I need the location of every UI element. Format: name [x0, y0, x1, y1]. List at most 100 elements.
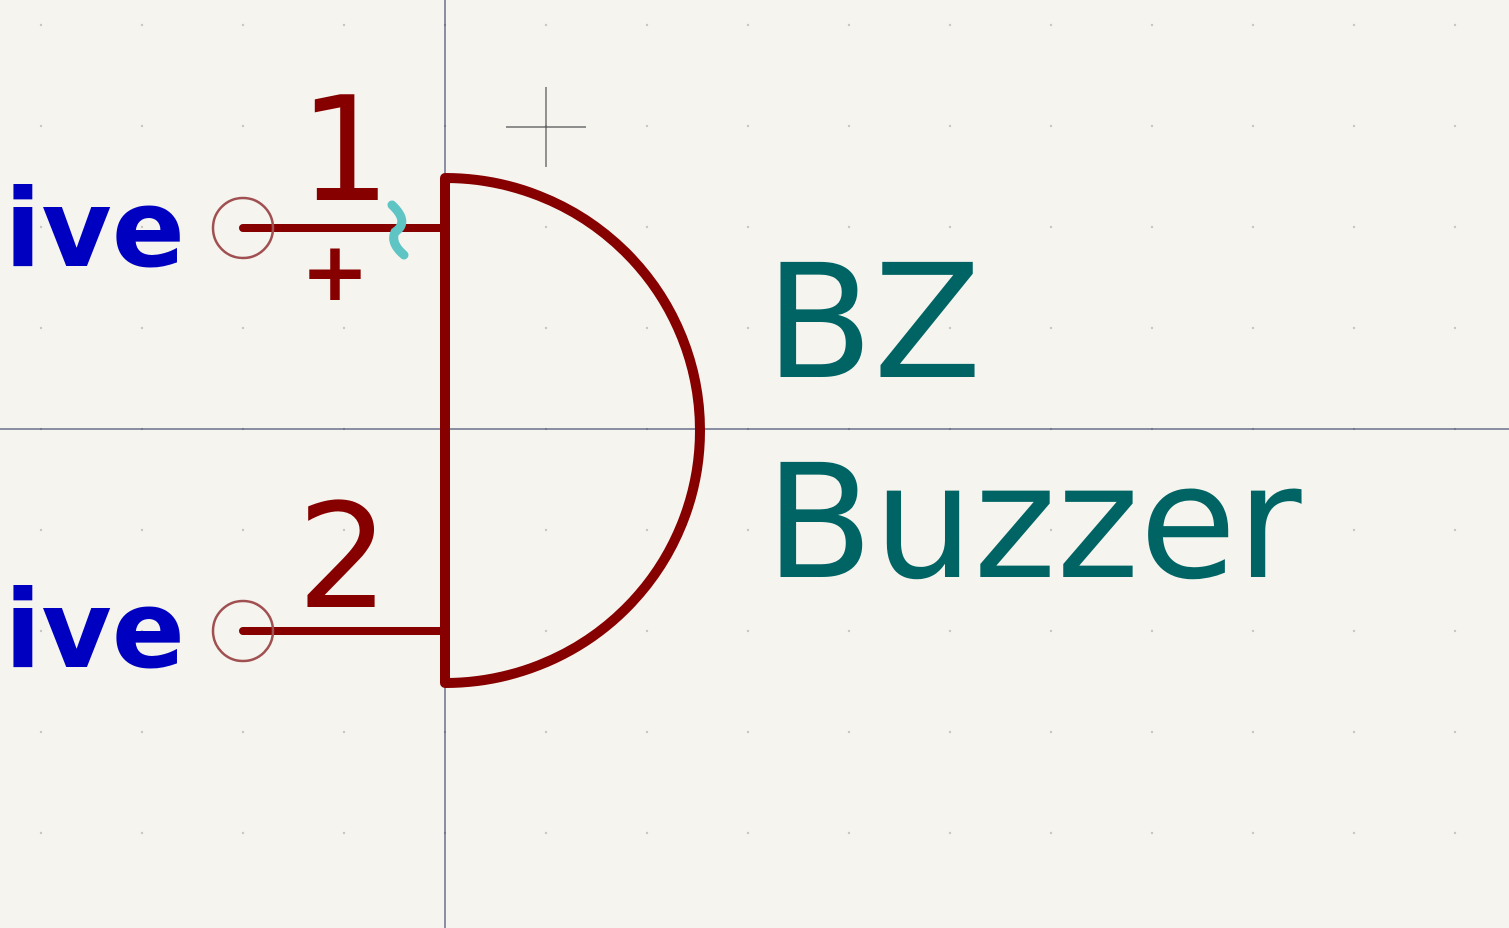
grid-dot: [1049, 528, 1053, 532]
grid-dot: [1453, 528, 1457, 532]
grid-dot: [645, 23, 649, 27]
grid-dot: [241, 831, 245, 835]
grid-dot: [1150, 225, 1154, 229]
grid-dot: [645, 528, 649, 532]
grid-dot: [847, 23, 851, 27]
grid-dot: [1150, 124, 1154, 128]
grid-dot: [544, 23, 548, 27]
grid-dot: [948, 528, 952, 532]
grid-dot: [1352, 326, 1356, 330]
pin-1-hint-arc-icon: [387, 200, 409, 260]
grid-dots: [39, 23, 1457, 835]
grid-dot: [1453, 831, 1457, 835]
grid-dot: [847, 629, 851, 633]
grid-dot: [1150, 629, 1154, 633]
grid-dot: [544, 730, 548, 734]
grid-dot: [1049, 225, 1053, 229]
pin-1-type: sive: [0, 167, 185, 292]
grid-dot: [746, 326, 750, 330]
grid-dot: [645, 831, 649, 835]
grid-dot: [746, 225, 750, 229]
grid-dot: [241, 730, 245, 734]
grid-dot: [39, 528, 43, 532]
grid-dot: [1453, 326, 1457, 330]
grid-dot: [544, 629, 548, 633]
grid-dot: [746, 629, 750, 633]
grid-dot: [948, 629, 952, 633]
grid-dot: [645, 225, 649, 229]
grid-dot: [241, 326, 245, 330]
grid-dot: [544, 528, 548, 532]
grid-dot: [746, 23, 750, 27]
buzzer-body-outline: [440, 173, 705, 688]
grid-dot: [1352, 124, 1356, 128]
grid-dot: [1049, 730, 1053, 734]
grid-dot: [645, 730, 649, 734]
pin-2[interactable]: 2 sive: [0, 473, 449, 693]
pin-2-end-marker[interactable]: [211, 599, 275, 663]
grid-dot: [948, 730, 952, 734]
grid-dot: [1352, 225, 1356, 229]
crosshair-cursor-icon: [506, 87, 586, 167]
grid-dot: [1049, 23, 1053, 27]
grid-dot: [847, 326, 851, 330]
grid-dot: [1049, 326, 1053, 330]
grid-dot: [39, 225, 43, 229]
grid-dot: [847, 124, 851, 128]
grid-dot: [1251, 730, 1255, 734]
grid-dot: [1150, 730, 1154, 734]
grid-dot: [847, 225, 851, 229]
grid-dot: [1251, 326, 1255, 330]
grid-dot: [544, 831, 548, 835]
grid-dot: [140, 730, 144, 734]
pin-1-end-marker[interactable]: [211, 196, 275, 260]
grid-dot: [746, 730, 750, 734]
grid-dot: [1150, 326, 1154, 330]
grid-dot: [1352, 831, 1356, 835]
pin-1[interactable]: 1 + sive: [0, 66, 449, 320]
grid-dot: [1251, 225, 1255, 229]
grid-dot: [746, 528, 750, 532]
grid-dot: [1150, 831, 1154, 835]
grid-dot: [847, 831, 851, 835]
grid-dot: [342, 528, 346, 532]
grid-dot: [544, 225, 548, 229]
grid-dot: [342, 831, 346, 835]
grid-dot: [39, 124, 43, 128]
grid-dot: [948, 23, 952, 27]
grid-dot: [746, 124, 750, 128]
grid-dot: [342, 124, 346, 128]
grid-dot: [948, 225, 952, 229]
grid-dot: [645, 326, 649, 330]
grid-dot: [1352, 528, 1356, 532]
grid-dot: [847, 528, 851, 532]
grid-dot: [1150, 528, 1154, 532]
value-field[interactable]: Buzzer: [765, 431, 1302, 615]
grid-dot: [39, 730, 43, 734]
grid-dot: [241, 528, 245, 532]
buzzer-symbol-body[interactable]: [440, 173, 705, 688]
grid-dot: [1049, 831, 1053, 835]
grid-dot: [140, 528, 144, 532]
pin-1-polarity: +: [301, 225, 370, 320]
grid-dot: [948, 124, 952, 128]
grid-dot: [39, 23, 43, 27]
reference-field[interactable]: BZ: [765, 231, 982, 415]
grid-dot: [1251, 831, 1255, 835]
grid-dot: [1150, 23, 1154, 27]
grid-dot: [1453, 124, 1457, 128]
pin-1-number: 1: [299, 66, 391, 235]
grid-dot: [1453, 225, 1457, 229]
grid-dot: [39, 629, 43, 633]
grid-dot: [645, 124, 649, 128]
grid-dot: [140, 23, 144, 27]
grid-dot: [544, 326, 548, 330]
grid-dot: [645, 629, 649, 633]
pin-2-type: sive: [0, 568, 185, 693]
grid-dot: [948, 831, 952, 835]
grid-dot: [342, 23, 346, 27]
grid-dot: [1049, 124, 1053, 128]
grid-dot: [241, 23, 245, 27]
grid-dot: [140, 629, 144, 633]
